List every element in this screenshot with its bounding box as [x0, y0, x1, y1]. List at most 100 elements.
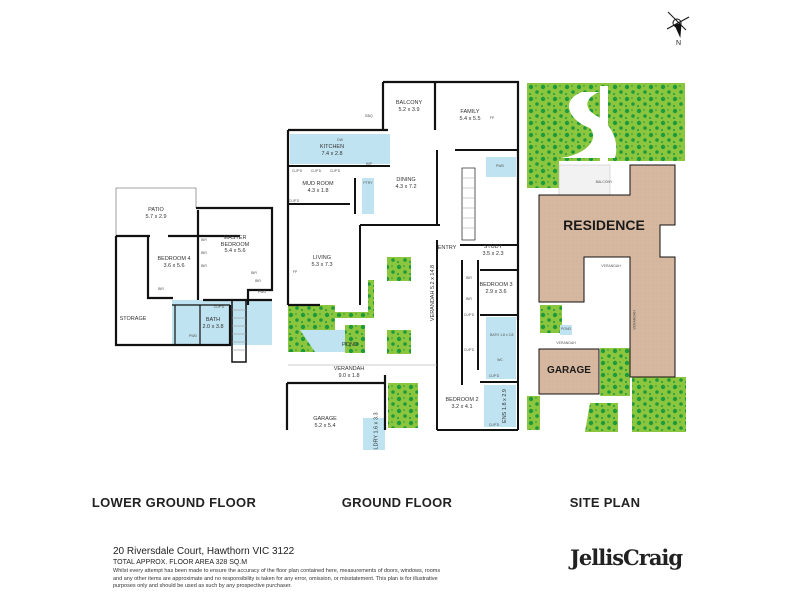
room-name: VERANDAH — [430, 290, 437, 322]
bir-label: BIR — [201, 238, 207, 242]
room-name: KITCHEN — [319, 144, 345, 150]
room-dims: 5.4 x 5.6 — [224, 248, 246, 254]
room-dims: 2.0 x 3.8 — [202, 323, 224, 330]
room-name: STUDY — [483, 244, 503, 250]
powder-room-label: PWD — [495, 164, 505, 168]
ground-floor-plan — [285, 80, 520, 450]
cupboard-label: CUP'D — [463, 348, 475, 352]
bir-label: BIR — [158, 287, 164, 291]
room-dims: 2.9 x 3.6 — [485, 288, 507, 295]
pond-label: POND — [342, 342, 358, 348]
room-name: BATH — [490, 333, 500, 337]
fireplace-label: FP — [489, 116, 495, 120]
room-dims: 9.0 x 1.8 — [338, 372, 360, 379]
dishwasher-label: DW — [337, 138, 343, 142]
site-verandah-label: VERANDAH — [632, 310, 637, 330]
north-label: N — [676, 40, 682, 47]
compass-icon — [666, 11, 690, 38]
room-name: MASTER BEDROOM — [220, 235, 250, 248]
entry-label: ENTRY — [437, 245, 457, 251]
cupboard-label: CUP'D — [488, 374, 500, 378]
cupboard-label: CUP'D — [310, 169, 322, 173]
room-name: VERANDAH — [333, 366, 365, 372]
room-name: STORAGE — [119, 316, 147, 322]
lower-ground-floor-title: LOWER GROUND FLOOR — [91, 495, 257, 510]
room-dims: 5.2 x 3.9 — [398, 106, 420, 113]
room-dims: 3.5 x 2.3 — [482, 250, 504, 257]
room-dims: 5.4 x 5.5 — [459, 115, 481, 122]
room-bath-ground: BATH 1.8 x 3.8 — [490, 333, 514, 337]
room-laundry: LDRY 1.6 x 3.3 — [374, 412, 380, 449]
room-dims: 4.3 x 1.8 — [307, 187, 329, 194]
room-name: LIVING — [312, 255, 332, 261]
bbq-label: BBQ — [365, 114, 373, 118]
bir-label: BIR — [201, 264, 207, 268]
pantry-label: PTRY — [363, 181, 373, 185]
fireplace-label: FP — [292, 270, 298, 274]
bir-label: BIR — [466, 297, 472, 301]
bir-label: BIR — [201, 251, 207, 255]
site-plan-drawing — [527, 83, 686, 432]
room-dims: 5.2 x 14.8 — [430, 264, 437, 290]
room-name: LDRY — [373, 435, 380, 450]
cupboard-label: CUP'D — [213, 305, 225, 309]
room-name: BALCONY — [395, 100, 423, 106]
room-dims: 7.4 x 2.8 — [321, 150, 343, 157]
pwd-label: PWD — [188, 334, 198, 338]
room-ensuite: ENS 1.8 x 2.9 — [502, 389, 508, 423]
room-name: BEDROOM 2 — [445, 397, 479, 403]
room-dims: 4.3 x 7.2 — [395, 183, 417, 190]
wc-label: WC — [497, 358, 503, 362]
floor-area: TOTAL APPROX. FLOOR AREA 328 SQ.M — [113, 559, 248, 566]
room-name: MUD ROOM — [302, 181, 334, 187]
cupboard-label: CUP'D — [291, 169, 303, 173]
room-name: PATIO — [148, 207, 164, 213]
room-dims: 3.2 x 4.1 — [451, 403, 473, 410]
room-verandah-side: VERANDAH 5.2 x 14.8 — [430, 265, 436, 321]
site-verandah-label: VERANDAH — [556, 341, 576, 345]
bir-label: BIR — [466, 276, 472, 280]
room-name: BEDROOM 3 — [479, 282, 513, 288]
site-plan-title: SITE PLAN — [569, 495, 641, 510]
room-name: GARAGE — [313, 416, 337, 422]
pwd-label: PWD — [257, 290, 267, 294]
lower-ground-floor-plan — [114, 187, 274, 363]
cupboard-label: CUP'D — [288, 199, 300, 203]
room-storage: STORAGE — [120, 316, 147, 323]
room-name: BEDROOM 4 — [157, 256, 191, 262]
property-address: 20 Riversdale Court, Hawthorn VIC 3122 — [113, 546, 295, 557]
wip-label: WIP — [365, 162, 373, 166]
bir-label: BIR — [255, 279, 261, 283]
site-residence-label: RESIDENCE — [563, 217, 645, 233]
room-dims: 3.6 x 5.6 — [163, 262, 185, 269]
site-verandah-label: VERANDAH — [601, 264, 621, 268]
site-garage-label: GARAGE — [547, 365, 591, 376]
cupboard-label: CUP'D — [463, 313, 475, 317]
room-dims: 1.8 x 2.9 — [501, 389, 508, 411]
site-pond-label: POND — [560, 327, 572, 331]
room-dims: 5.2 x 5.4 — [314, 422, 336, 429]
room-dims: 5.7 x 2.9 — [145, 213, 167, 220]
wir-label: BIR — [251, 271, 257, 275]
room-name: FAMILY — [460, 109, 480, 115]
site-balcony-label: BALCONY — [595, 180, 613, 184]
ground-floor-title: GROUND FLOOR — [341, 495, 453, 510]
cupboard-label: CUP'D — [488, 423, 500, 427]
disclaimer: Whilst every attempt has been made to en… — [113, 568, 441, 589]
brand-logo: JellisCraig — [570, 545, 683, 570]
